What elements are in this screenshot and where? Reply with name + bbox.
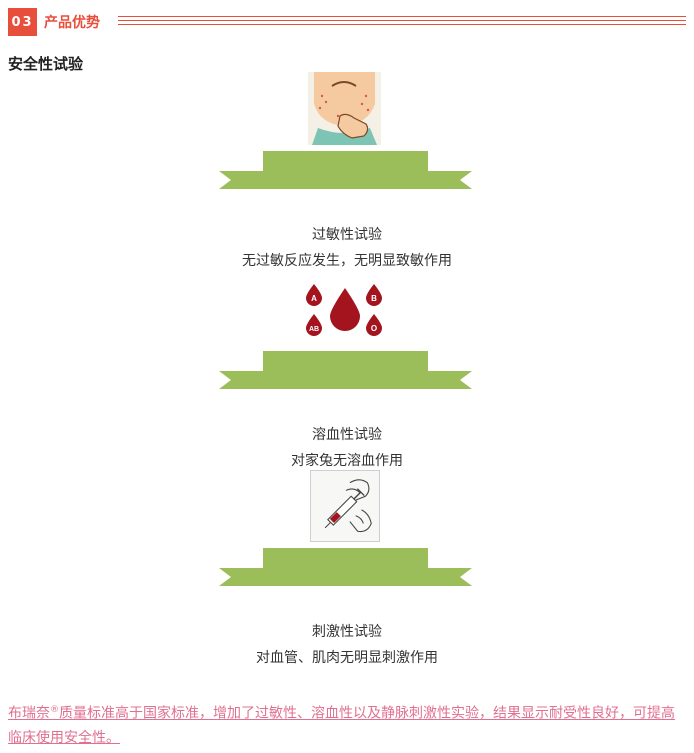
footer-text: 质量标准高于国家标准，增加了过敏性、溶血性以及静脉刺激性实验，结果显示耐受性良好… [8,705,675,746]
registered-mark: ® [50,705,59,715]
blood-type-o: O [371,324,377,333]
test-name-irritation: 刺激性试验 [312,624,382,640]
ribbon-banner-3 [219,548,472,586]
footer-summary-link[interactable]: 布瑞奈®质量标准高于国家标准，增加了过敏性、溶血性以及静脉刺激性实验，结果显示耐… [8,698,688,750]
blood-type-a: A [311,294,317,303]
section-number-badge: 03 [8,8,37,36]
header-divider-lines [118,16,686,28]
blood-drops-icon: A B AB O [306,284,382,336]
blood-type-ab: AB [309,326,319,333]
ribbon-banner-1 [219,151,472,189]
syringe-icon [310,470,380,542]
test-desc-irritation: 对血管、肌肉无明显刺激作用 [256,650,438,666]
footer-brand: 布瑞奈 [8,705,50,722]
allergy-face-icon [308,72,381,145]
test-name-allergy: 过敏性试验 [312,227,382,243]
page-title: 安全性试验 [8,55,84,73]
test-name-hemolysis: 溶血性试验 [312,427,382,443]
section-header: 03 产品优势 [8,8,686,36]
test-desc-allergy: 无过敏反应发生，无明显致敏作用 [242,253,452,269]
test-desc-hemolysis: 对家兔无溶血作用 [291,453,403,469]
blood-type-b: B [371,294,377,303]
section-title: 产品优势 [44,15,100,31]
ribbon-banner-2 [219,351,472,389]
